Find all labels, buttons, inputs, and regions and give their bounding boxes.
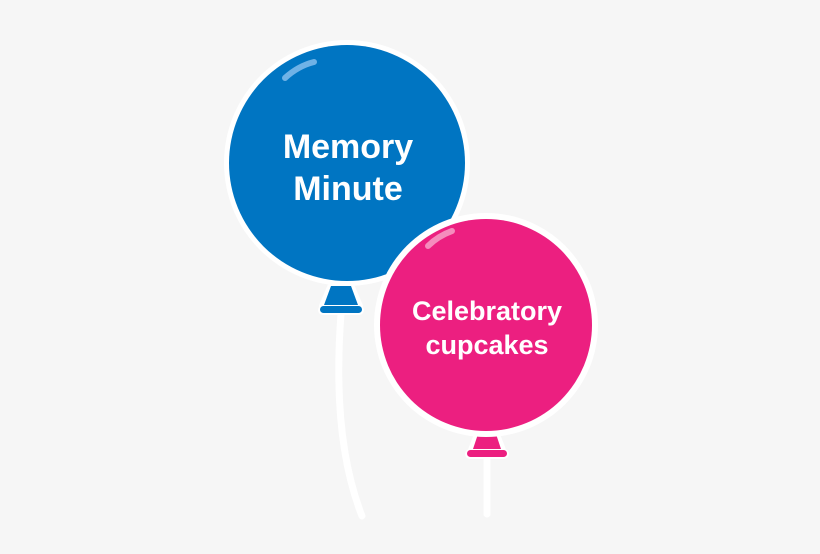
pink-balloon-highlight — [425, 228, 455, 249]
celebratory-cupcakes-line-1: Celebratory — [411, 296, 563, 327]
blue-balloon-knot — [318, 284, 364, 315]
memory-minute-label: Memory Minute — [230, 118, 466, 218]
blue-balloon-highlight — [282, 59, 317, 81]
memory-minute-line-2: Minute — [293, 170, 403, 208]
celebratory-cupcakes-label: Celebratory cupcakes — [384, 284, 590, 374]
celebratory-cupcakes-line-2: cupcakes — [425, 330, 549, 360]
pink-balloon — [374, 213, 598, 437]
blue-balloon-string — [335, 310, 366, 520]
blue-balloon — [224, 40, 470, 286]
memory-minute-line-1: Memory — [282, 127, 414, 166]
